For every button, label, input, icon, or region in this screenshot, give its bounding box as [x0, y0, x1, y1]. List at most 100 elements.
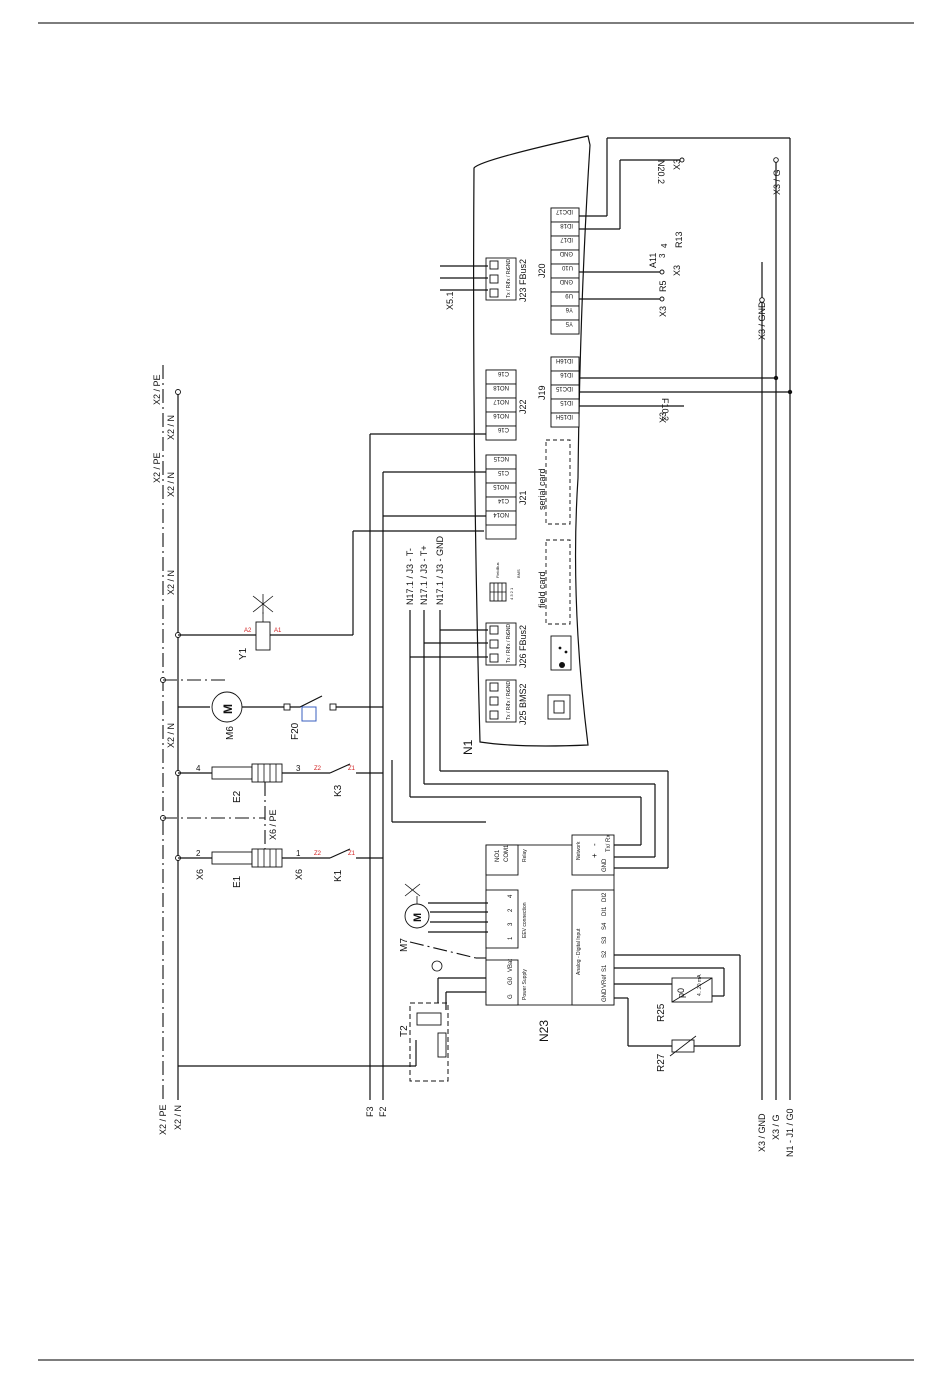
label-x6pe: X6 / PE [268, 809, 278, 840]
label-x6a: X6 [195, 869, 205, 880]
label-x6b: X6 [294, 869, 304, 880]
pin-cell-j20 [550, 319, 580, 335]
label-j22: J22 [518, 399, 528, 414]
pin-label-j20: IDC17 [555, 208, 573, 214]
relay-output-wiring [370, 433, 486, 823]
label-x3-g-top: X3 / G [772, 169, 782, 195]
top-rule [38, 22, 914, 24]
label-bms: BMS [516, 569, 521, 578]
label-k3: K3 [333, 784, 344, 797]
bus-pin-cell [489, 696, 499, 706]
num-1: 1 [296, 849, 301, 858]
label-y1: Y1 [238, 647, 249, 660]
label-j20: J20 [537, 263, 547, 278]
n23-ev-4: 4 [508, 894, 514, 898]
label-r5: R5 [658, 280, 668, 292]
label-f2: F2 [378, 1106, 388, 1117]
pin-label-j20: U9 [565, 292, 573, 298]
label-n17-tm: N17.1 / J3 - T- [405, 548, 415, 605]
pin-label-j20: ID18 [560, 222, 573, 228]
label-x2n-2: X2 / N [166, 472, 176, 497]
label-x2n-4: X2 / N [166, 723, 176, 748]
y1-solenoid: A2 A1 Y1 [178, 530, 484, 660]
pin-label-j22: NO17 [493, 398, 509, 404]
motor-m6-letter: M [221, 704, 235, 714]
pin-label-j20: Y6 [565, 306, 573, 312]
label-x3-gnd-mid: X3 / GND [757, 301, 767, 340]
n23-g0: G0 [508, 976, 514, 985]
label-x3-c: X3 [658, 306, 668, 317]
n23-s3: S3 [602, 936, 608, 944]
n23-di1: DI1 [602, 906, 608, 916]
pin-label-j19: IDC15 [555, 385, 573, 391]
n23-net-minus: - [590, 843, 599, 846]
n23-no1: NO1 [495, 849, 501, 862]
j23-x5-wiring: X5.1 [440, 265, 488, 310]
m6-fan-motor: M M6 F20 [163, 679, 383, 740]
pin-label-j20: U10 [561, 264, 573, 270]
label-a11: A11 [648, 253, 658, 268]
n23-di2: DI2 [602, 892, 608, 902]
k3-z1: Z1 [348, 766, 356, 772]
label-num-4b: 4 [660, 243, 669, 248]
n23-com1: COM1 [504, 844, 510, 862]
n23-g: G [508, 994, 514, 999]
num-2: 2 [196, 849, 201, 858]
n23-gnd: GND [602, 988, 608, 1002]
pin-label-j19: ID15 [560, 399, 573, 405]
j26-bus-wiring: N17.1 / J3 - T- N17.1 / J3 - T+ N17.1 / … [405, 535, 669, 869]
label-j21: J21 [518, 490, 528, 505]
bus-pin-label: Tx / Rx [506, 268, 512, 284]
pin-label-j21: C14 [497, 497, 509, 503]
pin-label-j19: ID15H [556, 413, 573, 419]
label-x3-g-bot: X3 / G [771, 1114, 781, 1140]
label-m7: M7 [399, 938, 410, 952]
pin-label-j22: NO18 [493, 384, 509, 390]
pin-cell-j21 [485, 510, 517, 526]
pin-cell-j22 [485, 425, 517, 441]
label-fieldbus-nums: 4 3 2 1 [509, 587, 514, 600]
m7-eev-motor: M M7 [399, 883, 488, 972]
label-field-card: field card [537, 571, 547, 608]
bus-pin-label: GND [506, 259, 512, 271]
pin-cell-j20 [550, 291, 580, 307]
label-j19: J19 [537, 385, 547, 400]
bus-pin-label: Tx / Rx [506, 633, 512, 649]
k1-z2: Z2 [314, 851, 322, 857]
num-3: 3 [296, 764, 301, 773]
label-x3-d: X3 [658, 412, 668, 423]
label-j26: J26 FBus2 [518, 625, 528, 668]
label-e2: E2 [232, 790, 243, 803]
motor-m7-letter: M [412, 913, 424, 922]
k3-z2: Z2 [314, 766, 322, 772]
n23-ev-2: 2 [508, 908, 514, 912]
pin-label-j19: ID16 [560, 371, 573, 377]
pin-label-j20: ID17 [560, 236, 573, 242]
label-m6: M6 [225, 726, 236, 740]
num-4: 4 [196, 764, 201, 773]
e1-heater: 2 1 Z2 Z1 X6 E1 X6 K1 [178, 848, 383, 888]
label-serial-card: serial card [537, 468, 547, 510]
t2-transformer: T2 [178, 977, 488, 1082]
n23-vbat: VBat [508, 959, 514, 972]
label-j25: J25 BMS2 [518, 683, 528, 725]
n23-s1: S1 [602, 964, 608, 972]
label-x2n-3: X2 / N [166, 570, 176, 595]
bus-pin-cell [489, 639, 499, 649]
pin-label-j20: Y5 [565, 320, 573, 326]
label-n1-j1-g0: N1 - J1 / G0 [785, 1108, 795, 1157]
label-r13: R13 [674, 231, 684, 248]
pin-label-j21: C15 [497, 469, 509, 475]
label-x3-a: X3 [672, 159, 682, 170]
label-f10-2: F10.2 [660, 398, 670, 421]
pin-label-j21: NO14 [493, 511, 509, 517]
sensor-range: 4...20 mA [697, 974, 703, 996]
n23-net-gnd: GND [602, 858, 608, 872]
pin-label-j20: GND [559, 250, 573, 256]
e2-heater: 4 3 Z2 Z1 E2 K3 [178, 763, 383, 803]
bus-pin-label: GND [506, 624, 512, 636]
bus-pin-cell [489, 653, 499, 663]
bus-pin-cell [489, 288, 499, 298]
pin-label-j22: NO16 [493, 412, 509, 418]
n23-ps-group: Power Supply [522, 969, 528, 1000]
